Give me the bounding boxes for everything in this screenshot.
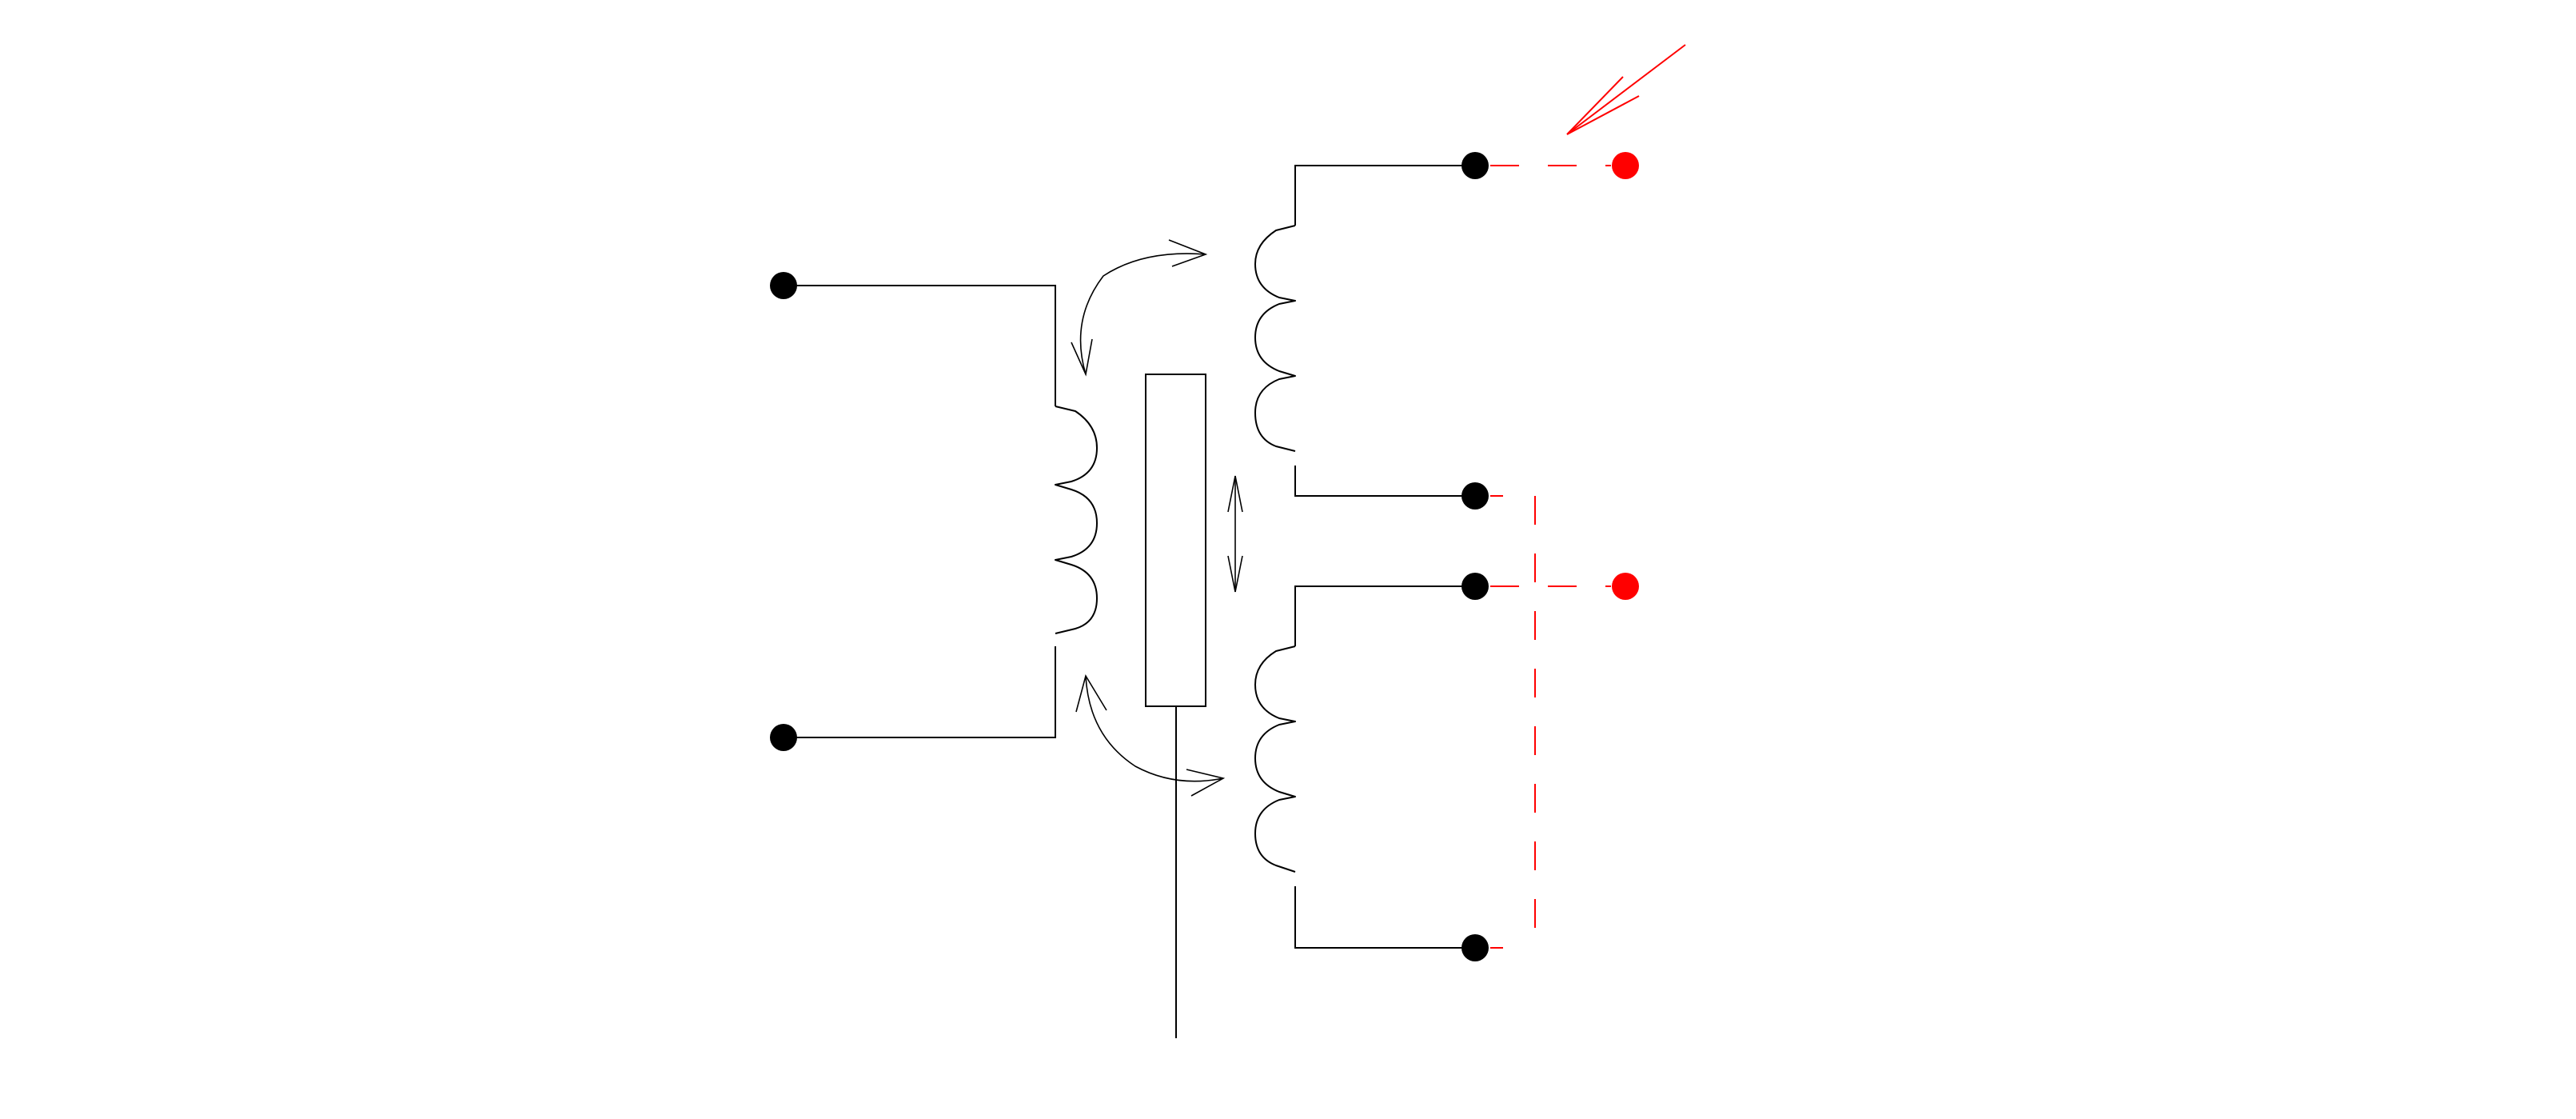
primary-bottom-terminal[interactable] (770, 724, 797, 751)
transformer-core (1145, 374, 1243, 1038)
secondary2-top-terminal[interactable] (1461, 573, 1489, 600)
upper-coupling-arc (1079, 253, 1206, 375)
secondary2-bottom-lead (1294, 886, 1475, 949)
upper-coupling-head-left (1071, 338, 1093, 377)
red-middle-terminal[interactable] (1612, 573, 1639, 600)
red-arrow-head-lower (1566, 95, 1640, 135)
secondary1-bottom-lead (1294, 466, 1475, 497)
red-arrow-shaft (1566, 44, 1686, 135)
secondary2-coil (1254, 645, 1296, 873)
secondary-winding-upper (1254, 152, 1489, 510)
red-top-terminal[interactable] (1612, 152, 1639, 179)
secondary1-bottom-terminal[interactable] (1461, 482, 1489, 510)
red-pointer-arrow (1566, 44, 1686, 135)
highlight-connections (1490, 152, 1639, 949)
secondary1-coil (1254, 225, 1296, 452)
adjust-arrow-up-head (1227, 475, 1243, 513)
primary-top-lead (784, 285, 1056, 406)
upper-coupling-head-right (1168, 239, 1208, 267)
secondary1-top-terminal[interactable] (1461, 152, 1489, 179)
primary-top-terminal[interactable] (770, 272, 797, 299)
lower-coupling-head-left (1075, 673, 1107, 713)
lower-coupling-arc (1085, 675, 1224, 782)
secondary1-top-lead (1294, 165, 1475, 226)
adjust-arrow-down-head (1227, 555, 1243, 593)
secondary-winding-lower (1254, 573, 1489, 961)
primary-coil (1055, 406, 1098, 634)
secondary2-bottom-terminal[interactable] (1461, 934, 1489, 961)
core-bar (1145, 374, 1206, 707)
lower-coupling-head-right (1186, 769, 1226, 797)
primary-bottom-lead (784, 646, 1056, 738)
primary-winding (770, 272, 1098, 751)
red-arrow-head-upper (1566, 76, 1624, 135)
coupling-arrows (1071, 239, 1226, 797)
secondary2-top-lead (1294, 585, 1475, 646)
